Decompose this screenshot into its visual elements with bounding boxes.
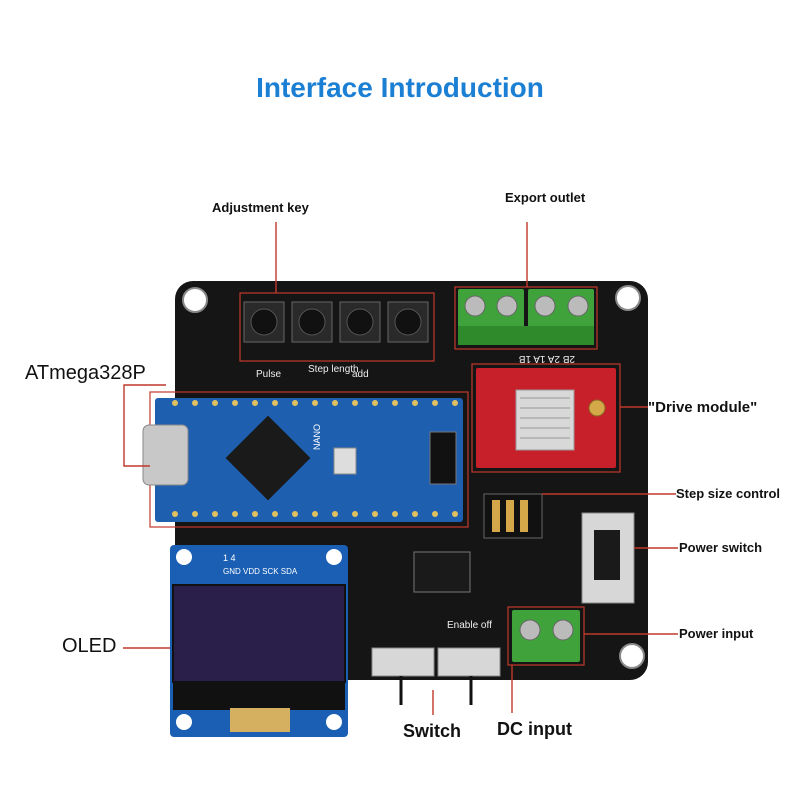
- button-2: [291, 301, 333, 343]
- slide-switch-1: [371, 647, 435, 677]
- button-3: [339, 301, 381, 343]
- export-outlet-terminals: [454, 286, 598, 350]
- dc-input-terminal: [507, 606, 585, 666]
- silk-add: add: [352, 369, 369, 380]
- adjustment-buttons: [239, 292, 435, 362]
- mount-hole-top-right: [615, 285, 641, 311]
- silk-nano: NANO: [312, 424, 322, 450]
- slide-switch-2: [437, 647, 501, 677]
- adjustment-key-label: Adjustment key: [212, 200, 309, 215]
- voltage-regulator: [413, 551, 471, 593]
- oled-ribbon: [230, 708, 290, 732]
- power-input-label: Power input: [679, 626, 754, 641]
- power-switch-toggle: [594, 530, 620, 580]
- export-outlet-label: Export outlet: [505, 190, 586, 205]
- silk-pulse: Pulse: [256, 369, 281, 380]
- arduino-nano: NANO: [142, 391, 469, 528]
- button-4: [387, 301, 429, 343]
- oled-module: 1 4 GND VDD SCK SDA: [170, 545, 348, 737]
- reset-button: [333, 447, 357, 475]
- mount-hole-top-left: [182, 287, 208, 313]
- icsp-header: [429, 431, 457, 485]
- drive-module: [471, 363, 621, 473]
- page-title: Interface Introduction: [256, 72, 544, 103]
- silk-step-length: Step length: [308, 364, 359, 375]
- silk-motor-pins: 2B 2A 1A 1B: [519, 353, 575, 364]
- atmega-chip: [225, 415, 311, 501]
- silk-oled-pins: GND VDD SCK SDA: [223, 567, 298, 576]
- atmega-label: ATmega328P: [25, 362, 146, 384]
- oled-bezel: [173, 682, 345, 710]
- usb-c-port: [142, 424, 189, 486]
- silk-oled-pin-numbers: 1 4: [223, 553, 236, 563]
- adjustment-key-frame: [239, 292, 435, 362]
- silk-enable-off: Enable off: [447, 620, 492, 631]
- drive-module-label: "Drive module": [648, 399, 758, 416]
- dc-input-label: DC input: [497, 719, 572, 739]
- switch-label: Switch: [403, 721, 462, 741]
- button-1: [243, 301, 285, 343]
- oled-label: OLED: [62, 635, 117, 657]
- step-size-label: Step size control: [676, 486, 781, 501]
- callout-lines: [123, 222, 678, 715]
- oled-screen: [172, 584, 346, 683]
- mount-hole-bottom-right: [619, 643, 645, 669]
- power-switch-label: Power switch: [679, 540, 763, 555]
